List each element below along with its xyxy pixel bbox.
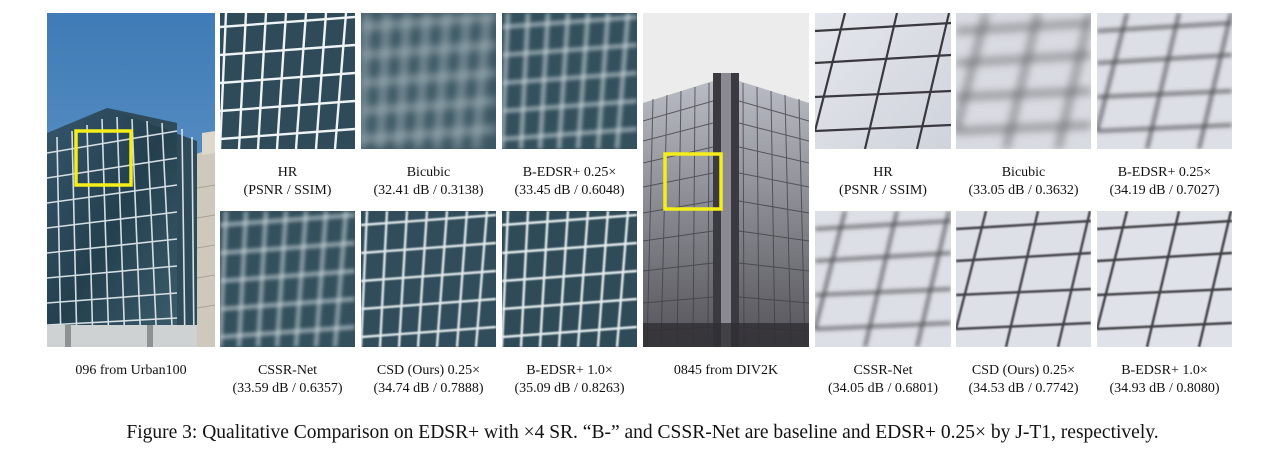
right-crop-caption: CSD (Ours) 0.25× (34.53 dB / 0.7742) — [956, 362, 1091, 398]
crop-name: CSSR-Net — [853, 363, 913, 378]
crop-name: HR — [873, 165, 893, 180]
source-label: 0845 from DIV2K — [673, 363, 779, 378]
crop-b-edsr-10 — [502, 211, 637, 347]
crop-bicubic — [956, 13, 1091, 149]
figure-caption: Figure 3: Qualitative Comparison on EDSR… — [126, 422, 1159, 443]
crop-name: CSD (Ours) 0.25× — [971, 363, 1076, 378]
crop-b-edsr-10 — [1097, 211, 1232, 347]
crop-name: B-EDSR+ 1.0× — [1121, 363, 1208, 378]
crop-csd-ours — [956, 211, 1091, 347]
crop-hr — [220, 13, 355, 149]
right-crop-caption: CSSR-Net (34.05 dB / 0.6801) — [815, 362, 951, 398]
crop-cssr-net — [815, 211, 951, 347]
left-crop-caption: B-EDSR+ 1.0× (35.09 dB / 0.8263) — [502, 362, 637, 398]
right-crop-caption: HR (PSNR / SSIM) — [815, 164, 951, 200]
left-crop-caption: CSSR-Net (33.59 dB / 0.6357) — [220, 362, 355, 398]
div2k-tower-image — [643, 13, 809, 347]
crop-b-edsr-025 — [1097, 13, 1232, 149]
left-crop-caption: Bicubic (32.41 dB / 0.3138) — [361, 164, 496, 200]
crop-metrics: (34.19 dB / 0.7027) — [1109, 183, 1220, 198]
crop-name: B-EDSR+ 0.25× — [1117, 165, 1212, 180]
crop-bicubic — [361, 13, 496, 149]
right-crop-caption: B-EDSR+ 1.0× (34.93 dB / 0.8080) — [1097, 362, 1232, 398]
crop-name: CSSR-Net — [257, 363, 318, 378]
crop-cssr-net — [220, 211, 355, 347]
crop-name: B-EDSR+ 0.25× — [522, 165, 617, 180]
crop-name: HR — [277, 165, 298, 180]
crop-b-edsr-025 — [502, 13, 637, 149]
urban100-building-image — [47, 13, 215, 347]
highlight-box — [74, 129, 133, 187]
crop-name: Bicubic — [1001, 165, 1046, 180]
crop-metrics: (32.41 dB / 0.3138) — [373, 183, 484, 198]
left-crop-caption: CSD (Ours) 0.25× (34.74 dB / 0.7888) — [361, 362, 496, 398]
crop-name: Bicubic — [406, 165, 451, 180]
left-crop-caption: B-EDSR+ 0.25× (33.45 dB / 0.6048) — [502, 164, 637, 200]
source-label: 096 from Urban100 — [75, 363, 187, 378]
left-crop-caption: HR (PSNR / SSIM) — [220, 164, 355, 200]
crop-metrics: (34.53 dB / 0.7742) — [968, 381, 1079, 396]
crop-metrics: (34.05 dB / 0.6801) — [827, 381, 939, 396]
right-crop-caption: Bicubic (33.05 dB / 0.3632) — [956, 164, 1091, 200]
crop-hr — [815, 13, 951, 149]
highlight-box — [663, 152, 723, 211]
crop-name: CSD (Ours) 0.25× — [376, 363, 481, 378]
crop-metrics: (33.05 dB / 0.3632) — [968, 183, 1079, 198]
crop-metrics: (35.09 dB / 0.8263) — [514, 381, 625, 396]
crop-name: B-EDSR+ 1.0× — [526, 363, 613, 378]
crop-metrics: (34.93 dB / 0.8080) — [1109, 381, 1220, 396]
crop-csd-ours — [361, 211, 496, 347]
crop-metrics: (34.74 dB / 0.7888) — [373, 381, 484, 396]
crop-metrics: (33.59 dB / 0.6357) — [232, 381, 343, 396]
right-crop-caption: B-EDSR+ 0.25× (34.19 dB / 0.7027) — [1097, 164, 1232, 200]
crop-metrics: (PSNR / SSIM) — [839, 183, 927, 198]
crop-metrics: (33.45 dB / 0.6048) — [514, 183, 625, 198]
crop-metrics: (PSNR / SSIM) — [243, 183, 332, 198]
